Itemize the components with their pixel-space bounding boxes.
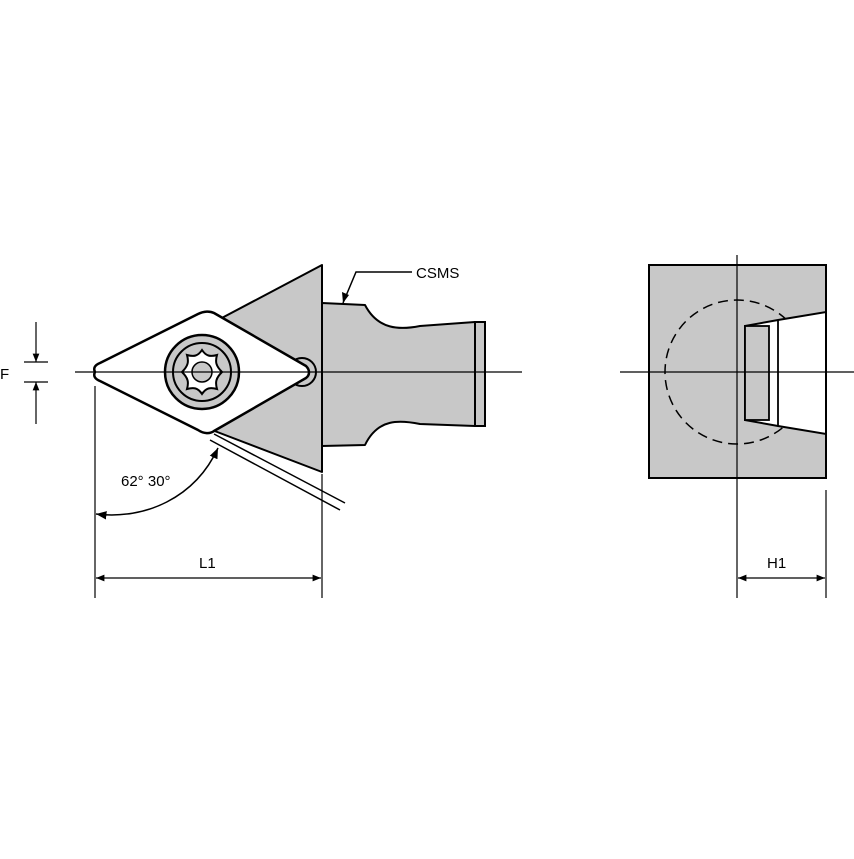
angle-arc	[95, 447, 219, 520]
wedge-extension-line-2	[209, 439, 341, 511]
f-dimension	[24, 322, 48, 424]
end-view: H1	[620, 255, 854, 598]
shank-end-step	[474, 321, 486, 427]
f-label: F	[0, 366, 9, 383]
shank-body	[321, 302, 476, 447]
side-view: CSMS F 62° 30° L1	[0, 264, 522, 598]
insert-edge-land	[744, 325, 770, 421]
csms-leader	[342, 271, 412, 304]
csms-label: CSMS	[416, 265, 459, 282]
angle-label: 62° 30°	[121, 473, 171, 490]
h1-label: H1	[767, 555, 786, 572]
wedge-extension-line	[213, 433, 346, 504]
l1-label: L1	[199, 555, 216, 572]
